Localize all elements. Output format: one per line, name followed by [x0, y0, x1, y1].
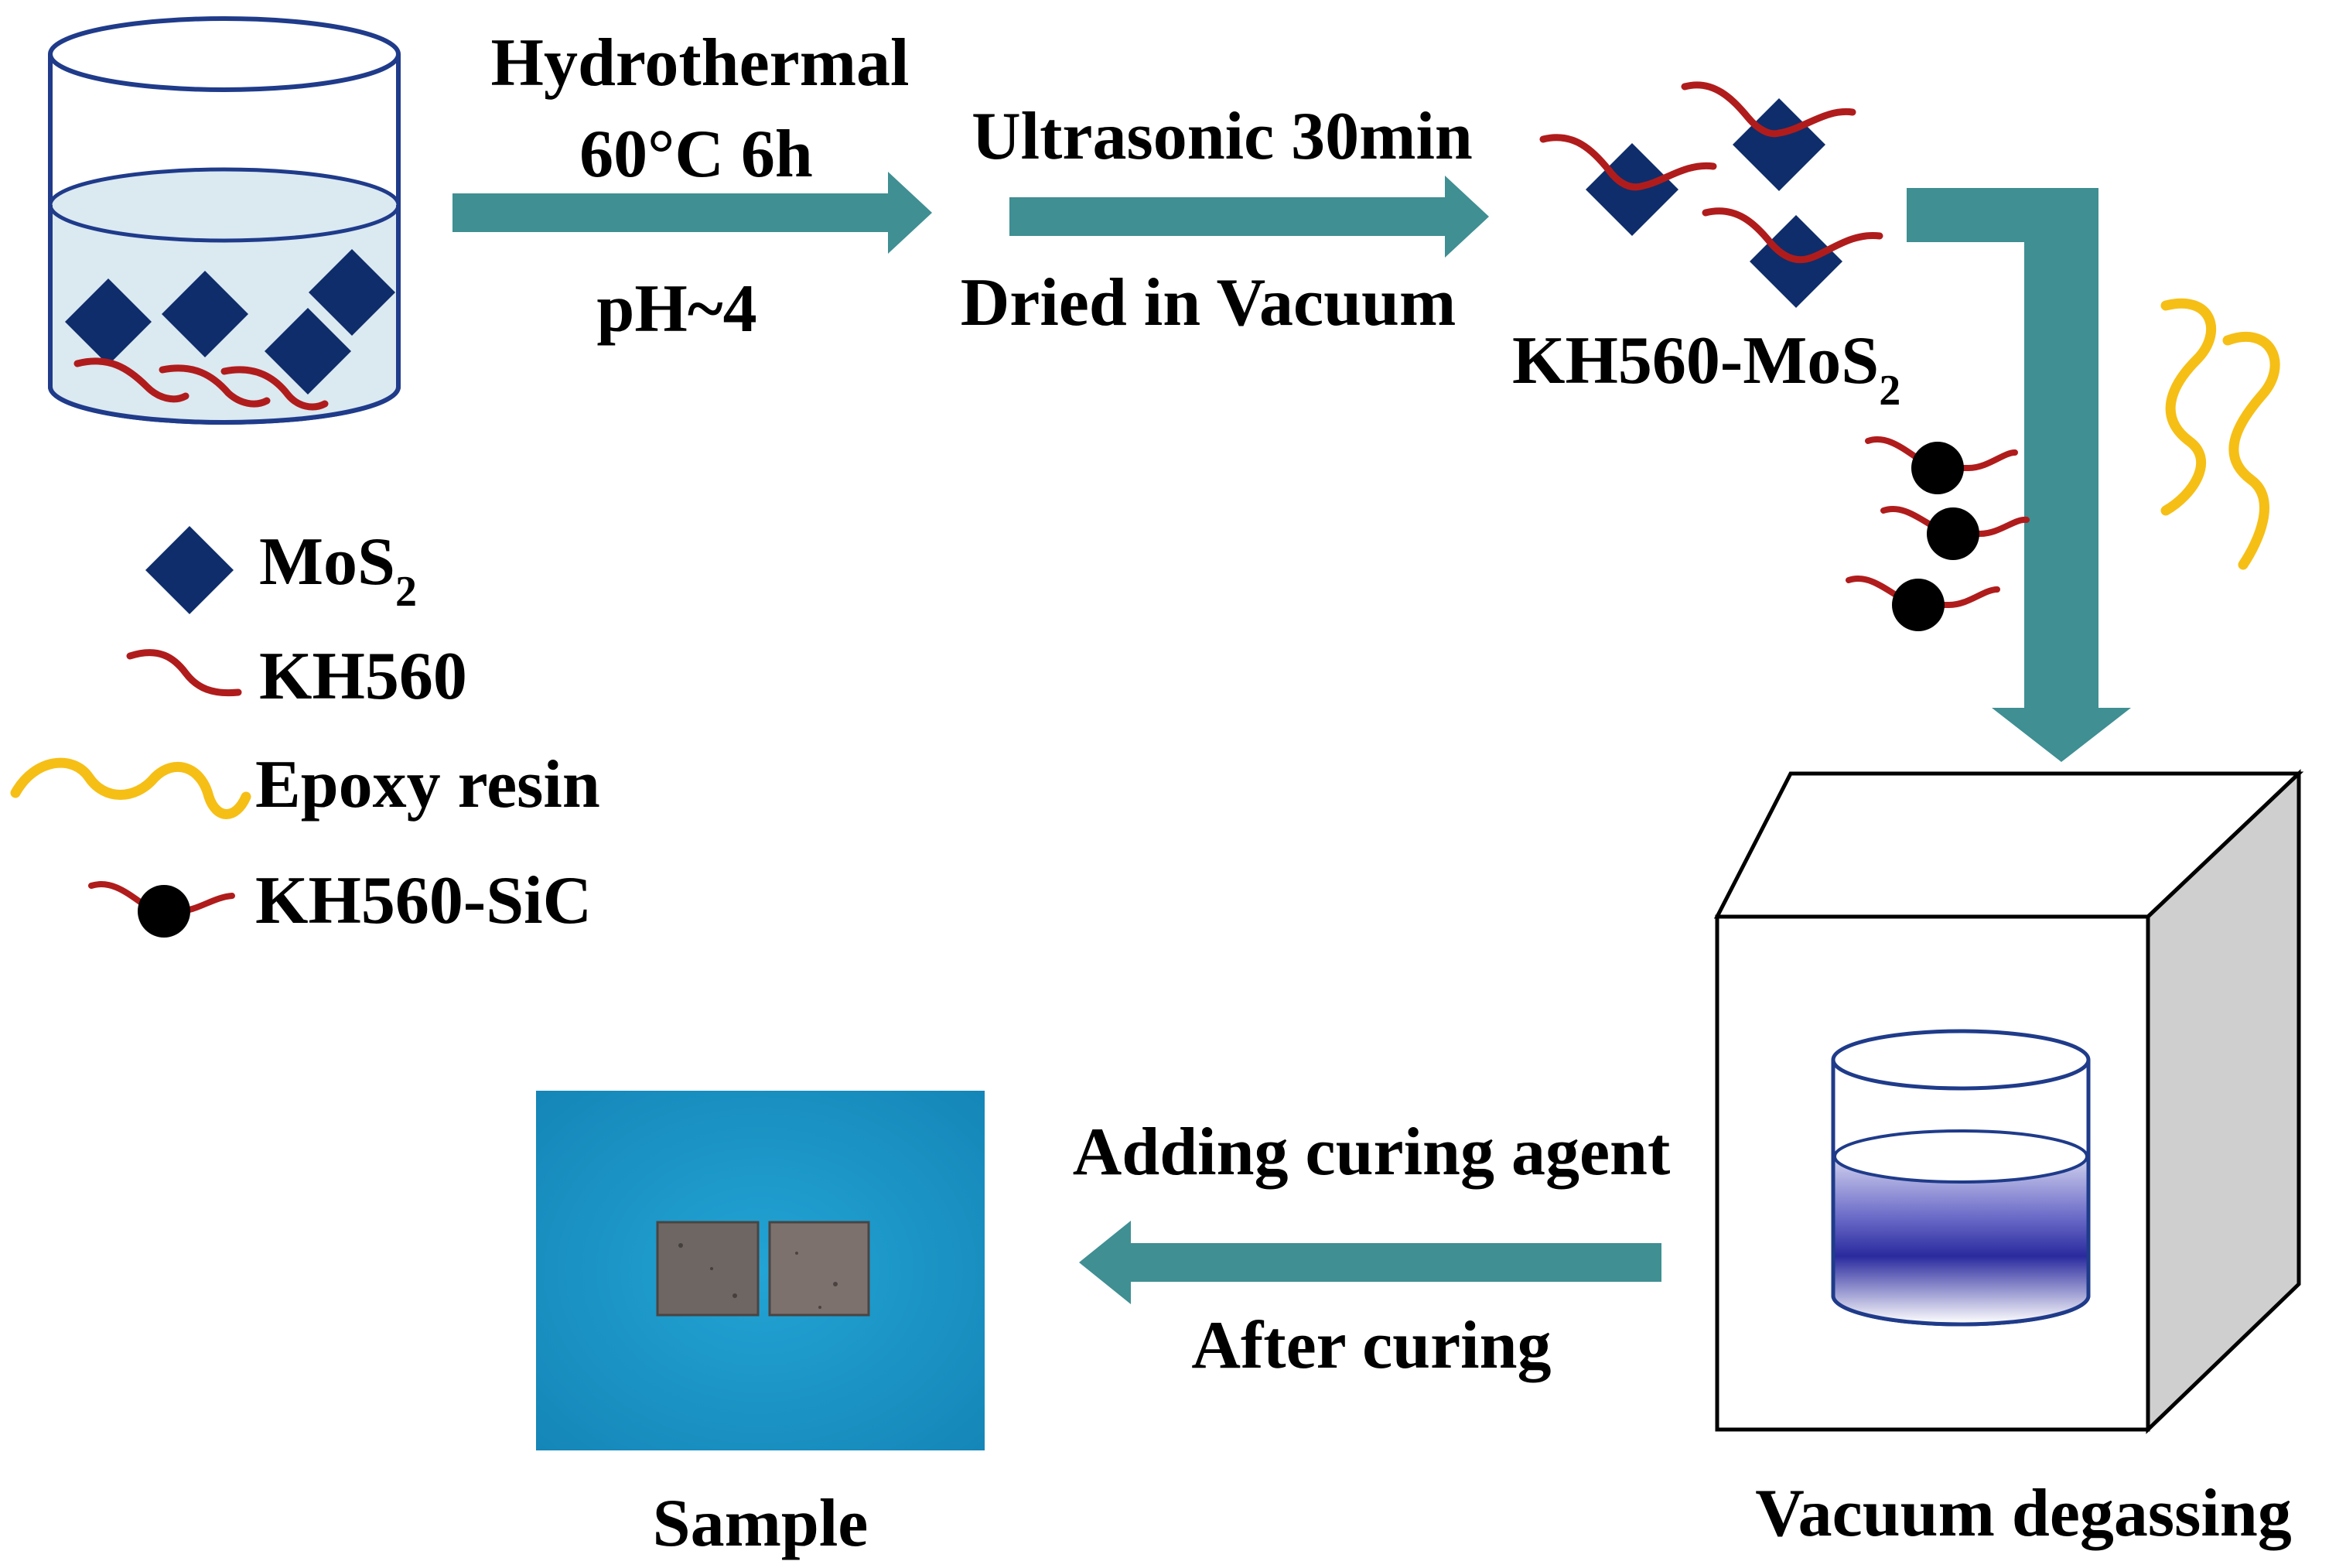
- legend-kh560-icon: [126, 649, 242, 697]
- curing-arrow: [1079, 1221, 1661, 1304]
- legend-sic-label: KH560-SiC: [255, 863, 592, 938]
- legend-sic-icon: [88, 881, 235, 938]
- ph-label: pH~4: [596, 272, 756, 347]
- sample-photo: [536, 1091, 985, 1450]
- hydrothermal-arrow: [452, 172, 932, 254]
- legend: MoS2 KH560 Epoxy resin KH560-SiC: [10, 524, 600, 938]
- mos2-diamond-icon: [65, 249, 395, 395]
- legend-mos2-icon: [145, 526, 234, 614]
- ultrasonic-label: Ultrasonic 30min: [972, 99, 1473, 174]
- legend-epoxy-label: Epoxy resin: [255, 747, 600, 822]
- dried-label: Dried in Vacuum: [961, 265, 1456, 340]
- kh560-sic-particles: [1846, 436, 2030, 631]
- vacuum-degassing-label: Vacuum degassing: [1755, 1476, 2292, 1551]
- ultrasonic-arrow: [1009, 176, 1489, 258]
- kh560-mos2-particles: [1539, 81, 1883, 308]
- epoxy-resin-icon: [2160, 298, 2280, 570]
- hydrothermal-label: Hydrothermal: [491, 26, 910, 101]
- l-shaped-arrow: [1907, 188, 2131, 762]
- product-label: KH560-MoS2: [1512, 323, 1900, 415]
- legend-mos2-label: MoS2: [259, 524, 417, 616]
- temperature-time-label: 60°C 6h: [579, 117, 813, 192]
- vacuum-oven-icon: [1713, 769, 2304, 1434]
- adding-curing-agent-label: Adding curing agent: [1073, 1115, 1671, 1190]
- vacuum-beaker-icon: [1831, 1029, 2091, 1327]
- legend-epoxy-icon: [10, 757, 251, 819]
- legend-kh560-label: KH560: [259, 639, 467, 714]
- kh560-chain-icon: [73, 357, 329, 411]
- sample-label: Sample: [653, 1486, 869, 1561]
- beaker-icon: [48, 16, 401, 425]
- after-curing-label: After curing: [1191, 1308, 1551, 1383]
